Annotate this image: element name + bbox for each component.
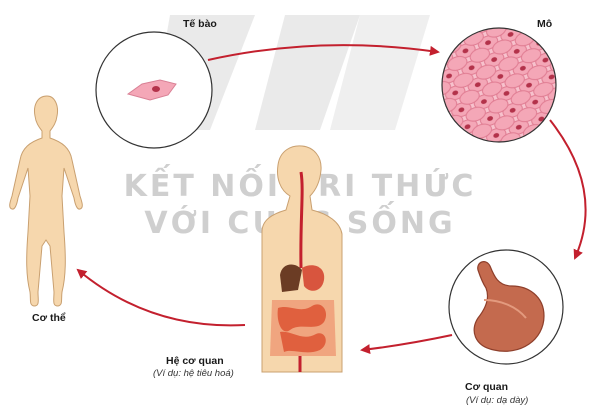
digestive-system-illustration [261, 145, 343, 373]
label-organ-example: (Ví dụ: dạ dày) [466, 395, 529, 406]
human-body-illustration [9, 95, 83, 307]
arrow-tissue-to-organ [549, 119, 587, 260]
label-cell: Tế bào [183, 18, 217, 30]
tissue-illustration [441, 27, 557, 143]
arrow-system-to-body [76, 268, 246, 327]
arrow-cell-to-tissue [207, 44, 440, 61]
label-tissue: Mô [537, 18, 553, 30]
stomach-illustration [448, 249, 564, 365]
label-organ-system: Hệ cơ quan [166, 355, 224, 367]
label-body: Cơ thể [32, 312, 66, 324]
arrow-organ-to-system [360, 334, 453, 355]
cell-illustration [95, 31, 213, 149]
label-organ: Cơ quan [465, 381, 509, 393]
label-organ-system-example: (Ví dụ: hệ tiêu hoá) [153, 368, 234, 379]
